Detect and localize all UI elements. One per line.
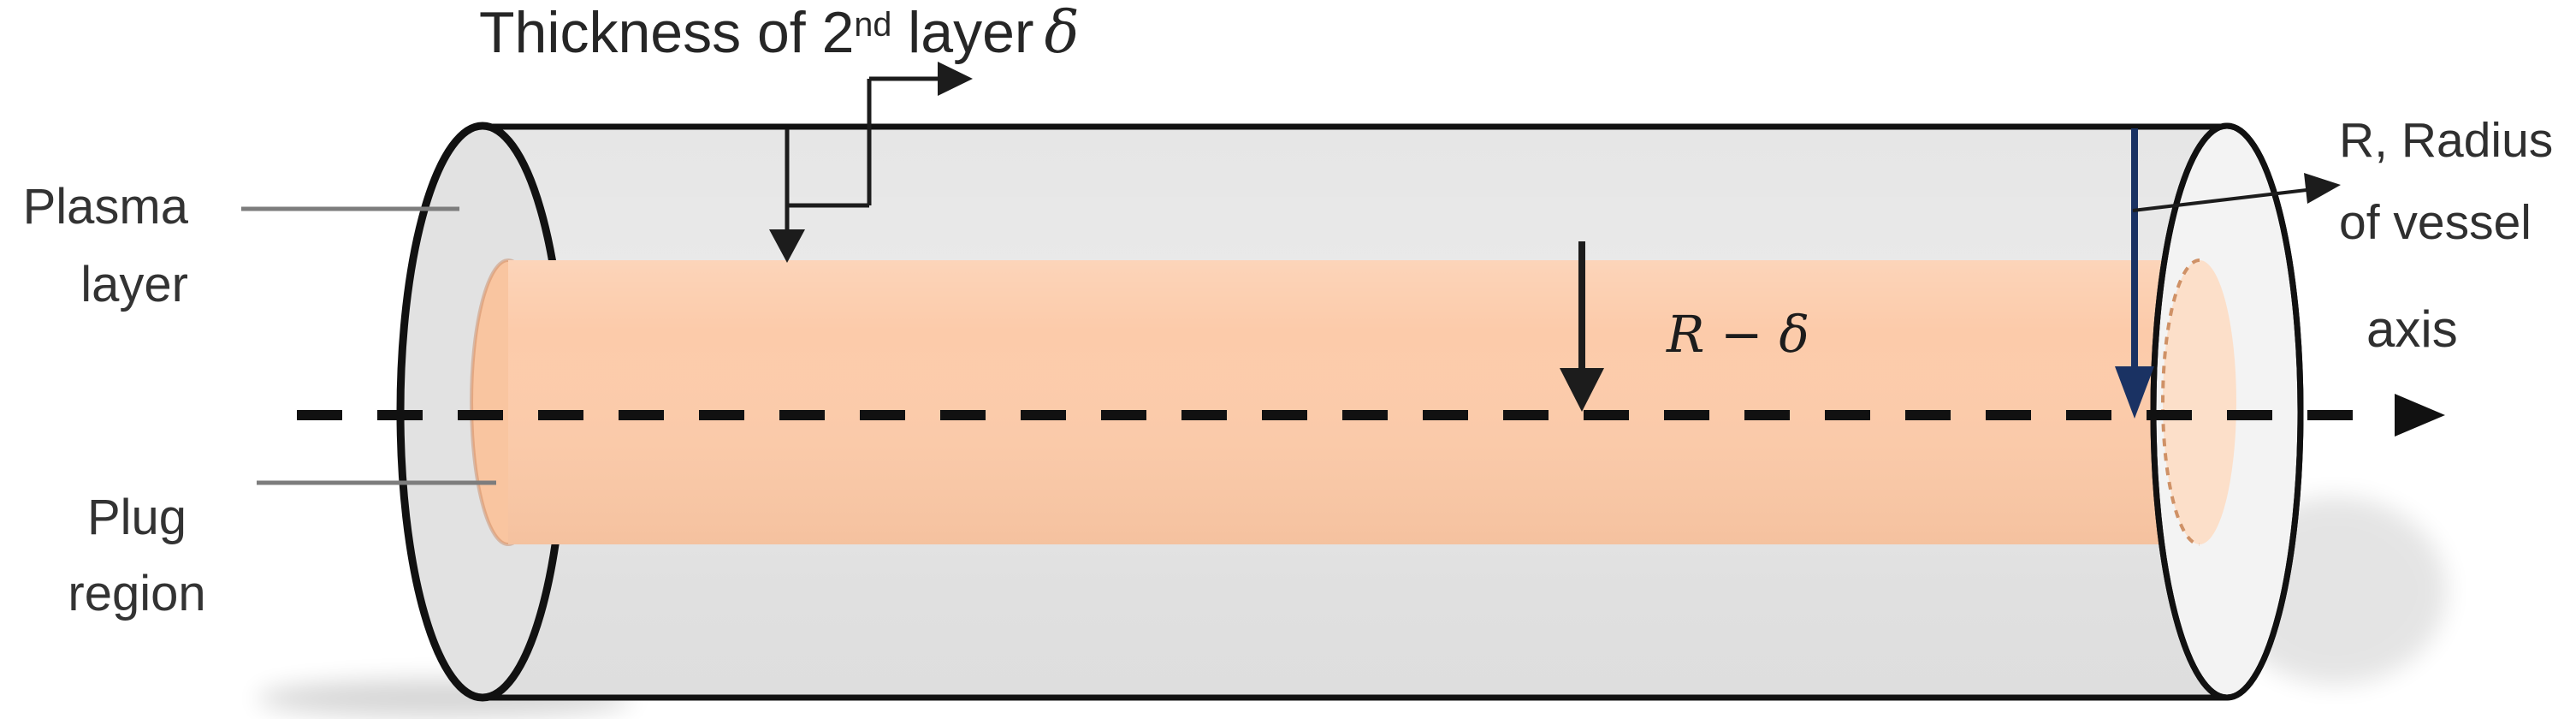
r-minus-delta-label: R − δ: [1667, 305, 1809, 364]
radius-arrow: [2115, 128, 2154, 419]
radius-label-line2: of vessel: [2339, 195, 2532, 250]
plug-right-cap-dashed-arc: [2161, 258, 2200, 546]
thickness-connector: [769, 62, 973, 263]
radius-label-line1: R, Radius: [2339, 113, 2554, 168]
radius-arrowhead: [2115, 366, 2154, 419]
thickness-down-arrowhead: [769, 229, 805, 263]
plasma-layer-label: Plasma layer: [0, 168, 188, 324]
radius-label-leader: [2132, 173, 2341, 212]
r-minus-delta-arrowhead: [1560, 368, 1604, 412]
r-minus-delta-arrow: [1560, 241, 1604, 412]
plug-region-label: Plug region: [15, 479, 258, 632]
axis-line: [297, 394, 2445, 437]
plug-label-line2: region: [68, 566, 206, 621]
plasma-label-line2: layer: [80, 257, 188, 312]
axis-label: axis: [2366, 300, 2458, 358]
plug-body-shading: [508, 260, 2200, 544]
title-superscript: nd: [854, 6, 892, 45]
radius-label-arrowhead: [2304, 173, 2341, 204]
title-prefix: Thickness of 2: [479, 0, 855, 65]
radius-of-vessel-label: R, Radius of vessel: [2339, 99, 2553, 264]
plug-right-cap: [2163, 260, 2236, 544]
title-middle: layer: [891, 0, 1034, 65]
axis-arrowhead: [2395, 394, 2445, 437]
plug-label-line1: Plug: [86, 490, 187, 545]
title-delta-symbol: δ: [1044, 0, 1080, 67]
plasma-label-line1: Plasma: [22, 179, 188, 235]
thickness-label-arrowhead: [938, 62, 973, 96]
